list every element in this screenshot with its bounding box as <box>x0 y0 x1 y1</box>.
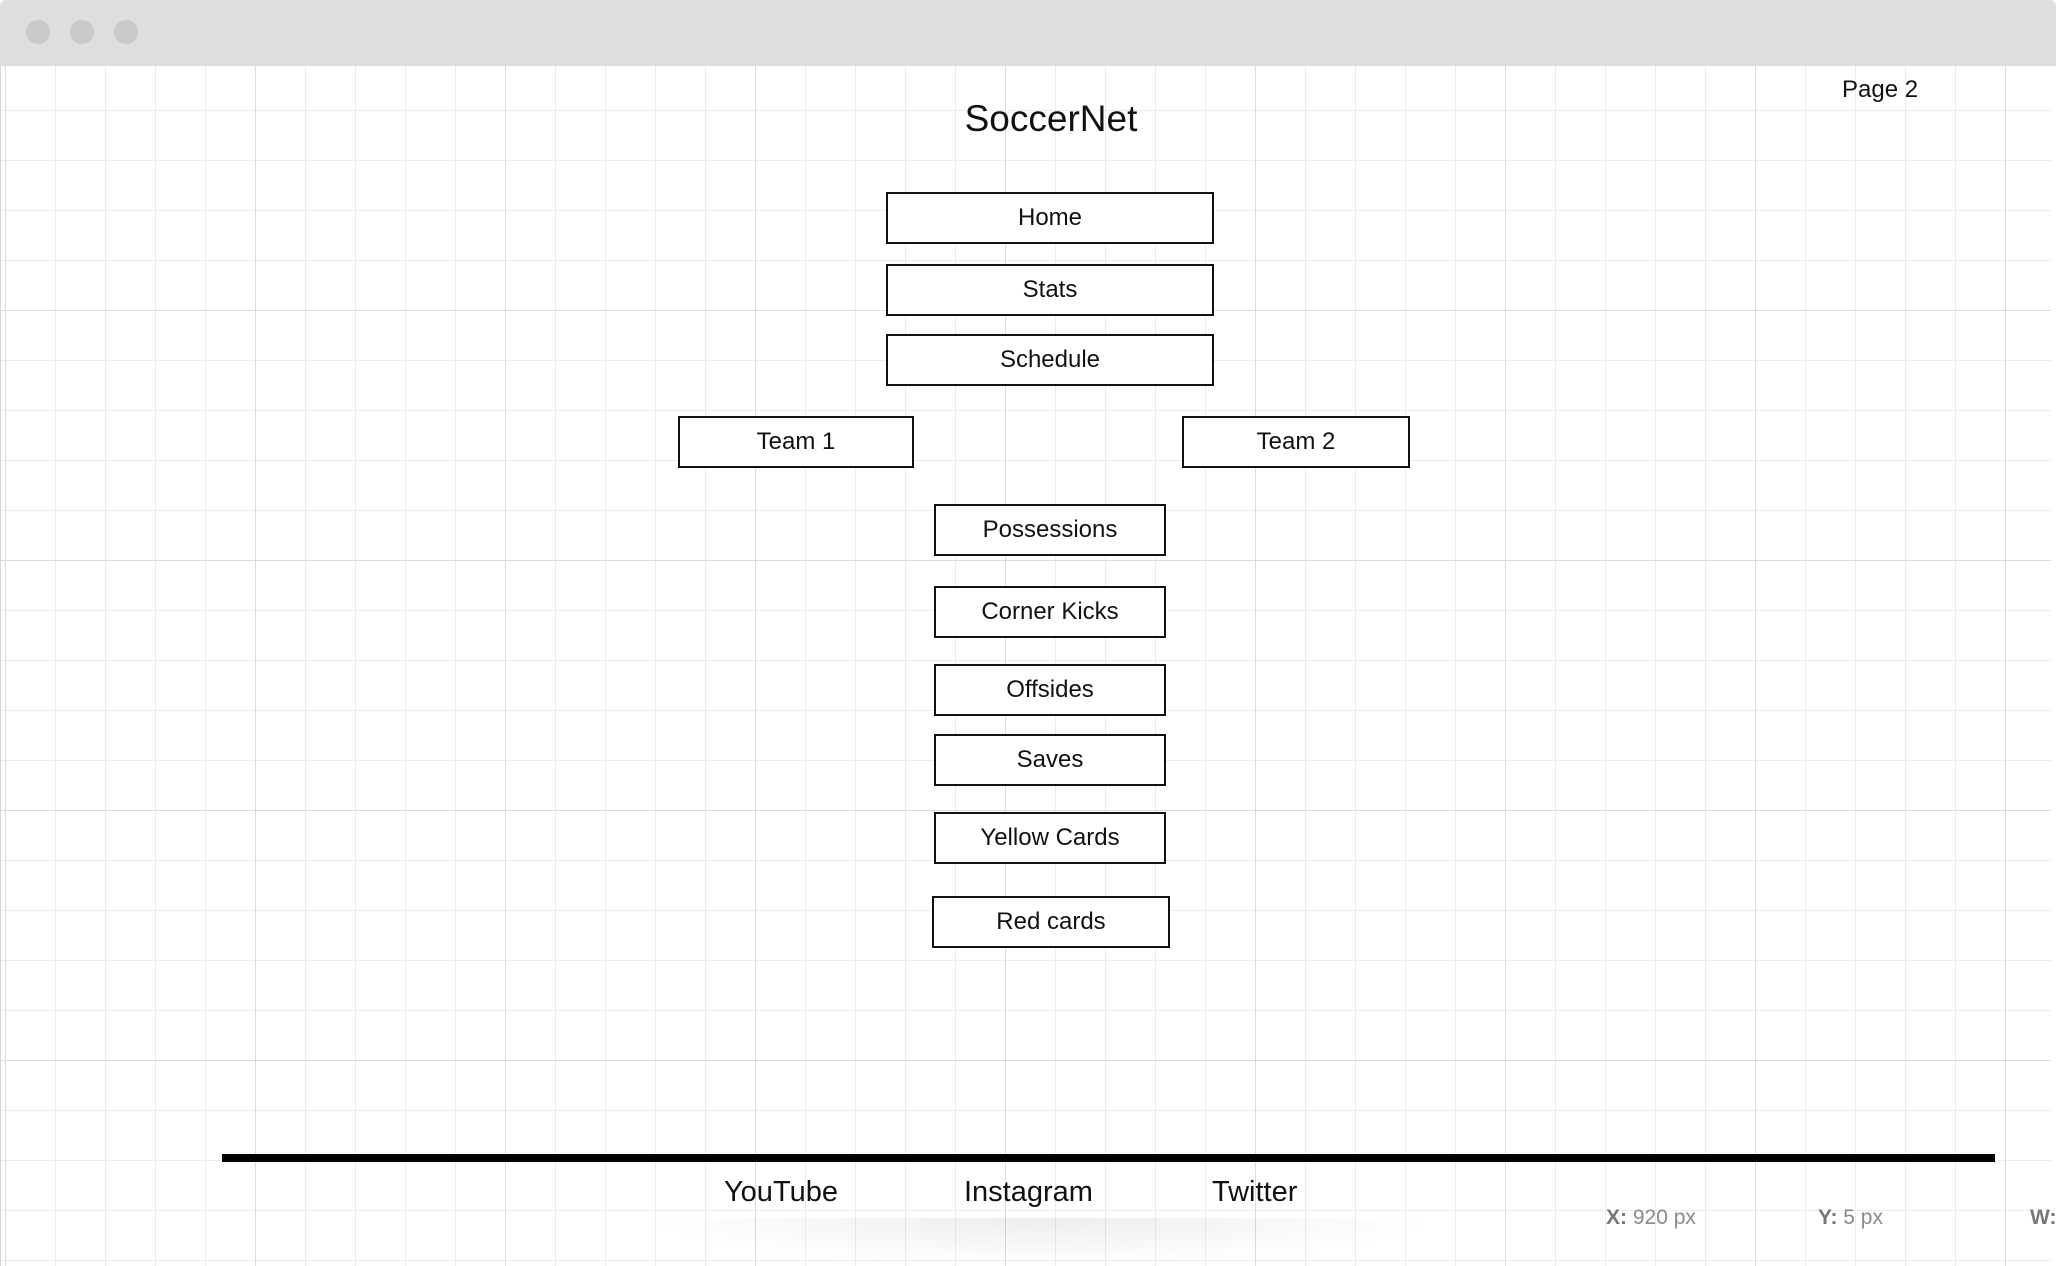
team-2-button[interactable]: Team 2 <box>1182 416 1410 468</box>
y-readout-label: Y: <box>1818 1206 1838 1229</box>
yellow-cards-button[interactable]: Yellow Cards <box>934 812 1166 864</box>
instagram-link[interactable]: Instagram <box>964 1176 1093 1208</box>
schedule-button[interactable]: Schedule <box>886 334 1214 386</box>
stats-button[interactable]: Stats <box>886 264 1214 316</box>
offsides-button[interactable]: Offsides <box>934 664 1166 716</box>
selection-shadow <box>640 1218 1440 1266</box>
red-cards-button[interactable]: Red cards <box>932 896 1170 948</box>
window-title-bar <box>0 0 2056 66</box>
w-dimension-readout: W: <box>2030 1206 2056 1230</box>
app-title: SoccerNet <box>964 98 1138 139</box>
y-readout-value: 5 px <box>1843 1206 1883 1229</box>
page-label: Page 2 <box>1842 76 1919 103</box>
possessions-button[interactable]: Possessions <box>934 504 1166 556</box>
home-button[interactable]: Home <box>886 192 1214 244</box>
twitter-link[interactable]: Twitter <box>1212 1176 1298 1208</box>
footer-divider <box>222 1154 1995 1162</box>
corner-kicks-button[interactable]: Corner Kicks <box>934 586 1166 638</box>
w-readout-label: W: <box>2030 1206 2056 1229</box>
window-maximize-dot-icon[interactable] <box>114 20 138 44</box>
saves-button[interactable]: Saves <box>934 734 1166 786</box>
window-close-dot-icon[interactable] <box>26 20 50 44</box>
window-minimize-dot-icon[interactable] <box>70 20 94 44</box>
team-1-button[interactable]: Team 1 <box>678 416 914 468</box>
x-readout-label: X: <box>1606 1206 1627 1229</box>
youtube-link[interactable]: YouTube <box>724 1176 838 1208</box>
x-coordinate-readout: X: 920 px <box>1606 1206 1696 1230</box>
y-coordinate-readout: Y: 5 px <box>1818 1206 1883 1230</box>
x-readout-value: 920 px <box>1632 1206 1696 1229</box>
